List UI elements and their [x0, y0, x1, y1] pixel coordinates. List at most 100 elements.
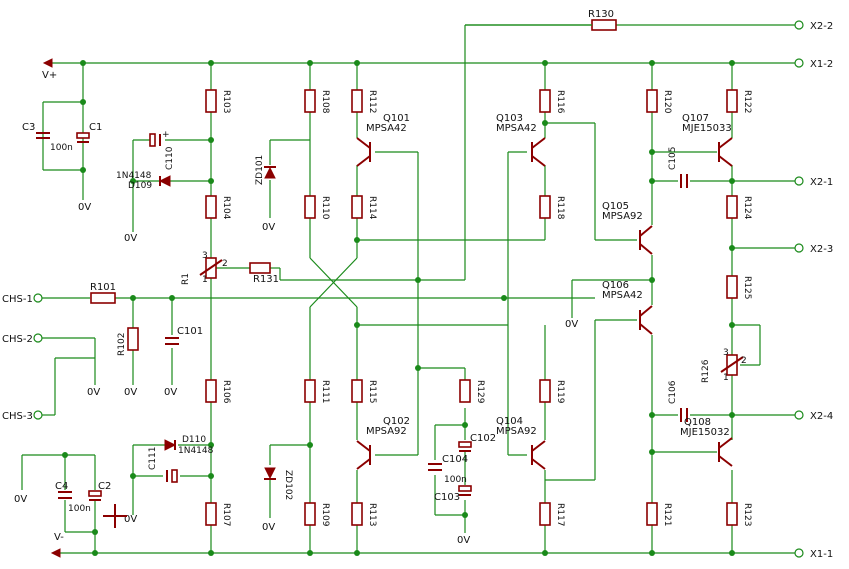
- gnd-label-7: 0V: [14, 494, 27, 505]
- r1-label: R1: [181, 273, 191, 285]
- c2-label: C2: [98, 481, 111, 492]
- q104-value: MPSA92: [496, 426, 537, 437]
- c105-label: C105: [668, 147, 678, 170]
- r101-label: R101: [90, 282, 116, 293]
- c1-label: C1: [89, 122, 102, 133]
- zd101-label: ZD101: [255, 155, 265, 185]
- r108-label: R108: [320, 90, 330, 114]
- c101-label: C101: [177, 326, 203, 337]
- gnd-label-11: 0V: [565, 319, 578, 330]
- r107-label: R107: [221, 503, 231, 526]
- gnd-label-6: 0V: [124, 514, 137, 525]
- r131-label: R131: [253, 274, 279, 285]
- r129-label: R129: [475, 380, 485, 404]
- r130-label: R130: [588, 9, 614, 20]
- r113-label: R113: [367, 503, 377, 526]
- r1-pin1: 1: [202, 275, 208, 285]
- connector-chs2-label: CHS-2: [2, 334, 33, 345]
- r122-label: R122: [742, 90, 752, 113]
- q108-label: Q108: [684, 417, 711, 428]
- r120-label: R120: [662, 90, 672, 114]
- r114-label: R114: [367, 196, 377, 220]
- q103-label: Q103: [496, 113, 523, 124]
- q105-label: Q105: [602, 201, 629, 212]
- r111-label: R111: [320, 380, 330, 403]
- transistors: Q101 MPSA42 Q102 MPSA92 Q103 MPSA42 Q104…: [356, 113, 733, 470]
- resistors: R103 R104 R106 R107 R108 R110 R111 R109 …: [90, 9, 752, 527]
- r109-label: R109: [320, 503, 330, 527]
- c3-value: 100n: [50, 143, 73, 153]
- q101-value: MPSA42: [366, 123, 407, 134]
- r102-label: R102: [117, 333, 127, 356]
- gnd-label-4: 0V: [164, 387, 177, 398]
- c3-label: C3: [22, 122, 35, 133]
- connector-x2-4-label: X2-4: [810, 411, 833, 422]
- c110-label: C110: [165, 146, 175, 170]
- vplus-label: V+: [42, 70, 57, 81]
- junctions: [62, 60, 735, 556]
- connector-chs3-label: CHS-3: [2, 411, 33, 422]
- c111-label: C111: [148, 447, 158, 470]
- connector-chs1-label: CHS-1: [2, 294, 33, 305]
- gnd-label-5: 0V: [87, 387, 100, 398]
- r126-label: R126: [701, 359, 711, 383]
- r116-label: R116: [555, 90, 565, 114]
- q104-label: Q104: [496, 416, 523, 427]
- vminus-label: V-: [54, 532, 64, 543]
- r125-label: R125: [742, 276, 752, 299]
- q105-value: MPSA92: [602, 211, 643, 222]
- r106-label: R106: [221, 380, 231, 404]
- q106-label: Q106: [602, 280, 629, 291]
- c4-value: 100n: [68, 504, 91, 514]
- d109-label: D109: [128, 181, 152, 191]
- r115-label: R115: [367, 380, 377, 403]
- wires: [21, 24, 795, 554]
- r126-pin3: 3: [723, 348, 729, 358]
- q101-label: Q101: [383, 113, 410, 124]
- r112-label: R112: [367, 90, 377, 113]
- connectors: X2-2 X1-2 X2-1 X2-3 X2-4 X1-1 CHS-1 CHS-…: [2, 20, 833, 560]
- connector-x2-3-label: X2-3: [810, 244, 833, 255]
- zd102-label: ZD102: [283, 470, 293, 500]
- q102-value: MPSA92: [366, 426, 407, 437]
- d110-value: 1N4148: [178, 446, 214, 456]
- q103-value: MPSA42: [496, 123, 537, 134]
- q106-value: MPSA42: [602, 290, 643, 301]
- r104-label: R104: [221, 196, 231, 220]
- q107-label: Q107: [682, 113, 709, 124]
- r126-pin2: 2: [741, 356, 747, 366]
- r1-pin3: 3: [202, 251, 208, 261]
- c103-label: C103: [434, 492, 460, 503]
- r126-pin1: 1: [723, 373, 729, 383]
- capacitors: C3 100n C1 0V + C110 0V C101 0V 0V 0V C1…: [14, 122, 688, 546]
- r103-label: R103: [221, 90, 231, 113]
- q107-value: MJE15033: [682, 123, 732, 134]
- gnd-label-8: 0V: [457, 535, 470, 546]
- c110-plus: +: [162, 130, 170, 140]
- gnd-label-9: 0V: [262, 222, 275, 233]
- c104-value: 100n: [444, 475, 467, 485]
- r118-label: R118: [555, 196, 565, 220]
- d110-label: D110: [182, 435, 206, 445]
- gnd-label-10: 0V: [262, 522, 275, 533]
- q108-value: MJE15032: [680, 427, 730, 438]
- c106-label: C106: [668, 380, 678, 404]
- r123-label: R123: [742, 503, 752, 526]
- connector-x1-1-label: X1-1: [810, 549, 833, 560]
- r119-label: R119: [555, 380, 565, 404]
- q102-label: Q102: [383, 416, 410, 427]
- connector-x1-2-label: X1-2: [810, 59, 833, 70]
- c4-label: C4: [55, 481, 68, 492]
- gnd-label-2: 0V: [124, 233, 137, 244]
- c104-label: C104: [442, 454, 468, 465]
- r110-label: R110: [320, 196, 330, 220]
- c102-label: C102: [470, 433, 496, 444]
- r117-label: R117: [555, 503, 565, 526]
- gnd-label-3: 0V: [124, 387, 137, 398]
- d109-value: 1N4148: [116, 171, 152, 181]
- r121-label: R121: [662, 503, 672, 526]
- r124-label: R124: [742, 196, 752, 220]
- connector-x2-2-label: X2-2: [810, 21, 833, 32]
- gnd-label-1: 0V: [78, 202, 91, 213]
